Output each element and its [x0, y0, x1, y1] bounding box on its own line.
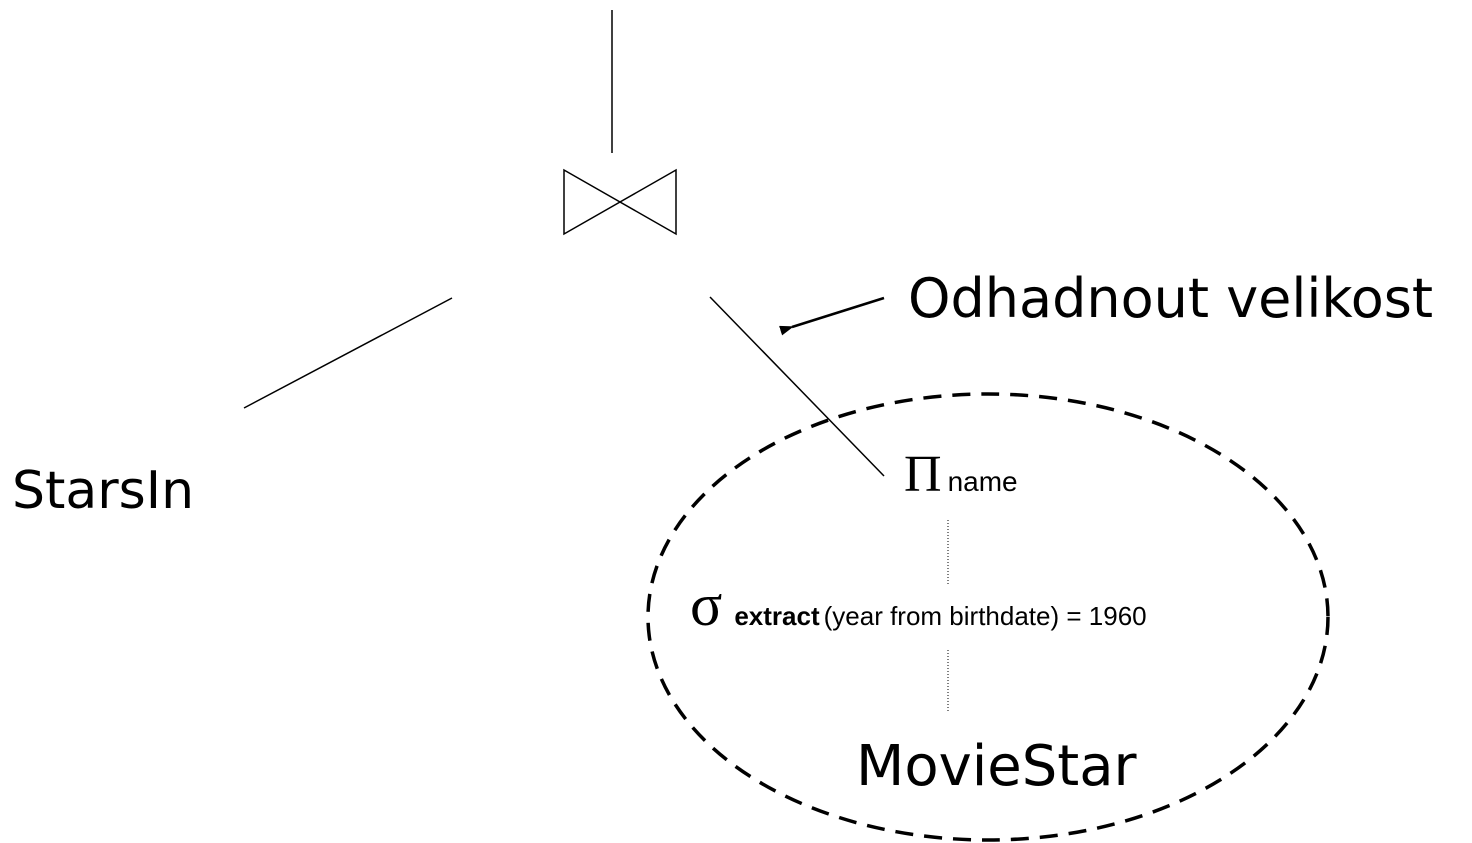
annotation-label: Odhadnout velikost: [908, 267, 1433, 330]
selection-symbol: σ: [690, 572, 722, 638]
arrow-left-icon: [779, 296, 885, 336]
edge-join-to-projection: [709, 296, 885, 477]
bowtie-join-icon: [563, 168, 677, 236]
projection-node: Π name: [904, 446, 1018, 503]
selection-node: σ extract (year from birthdate) = 1960: [690, 572, 1147, 638]
selection-condition: (year from birthdate) = 1960: [824, 601, 1147, 631]
right-relation-label: MovieStar: [856, 734, 1138, 799]
projection-symbol: Π: [904, 446, 942, 503]
left-relation-label: StarsIn: [12, 461, 194, 521]
selection-function: extract: [734, 601, 820, 631]
projection-attribute: name: [948, 466, 1018, 497]
subtree-highlight-ellipse: [646, 392, 1330, 842]
edge-join-to-starsin: [243, 297, 453, 409]
